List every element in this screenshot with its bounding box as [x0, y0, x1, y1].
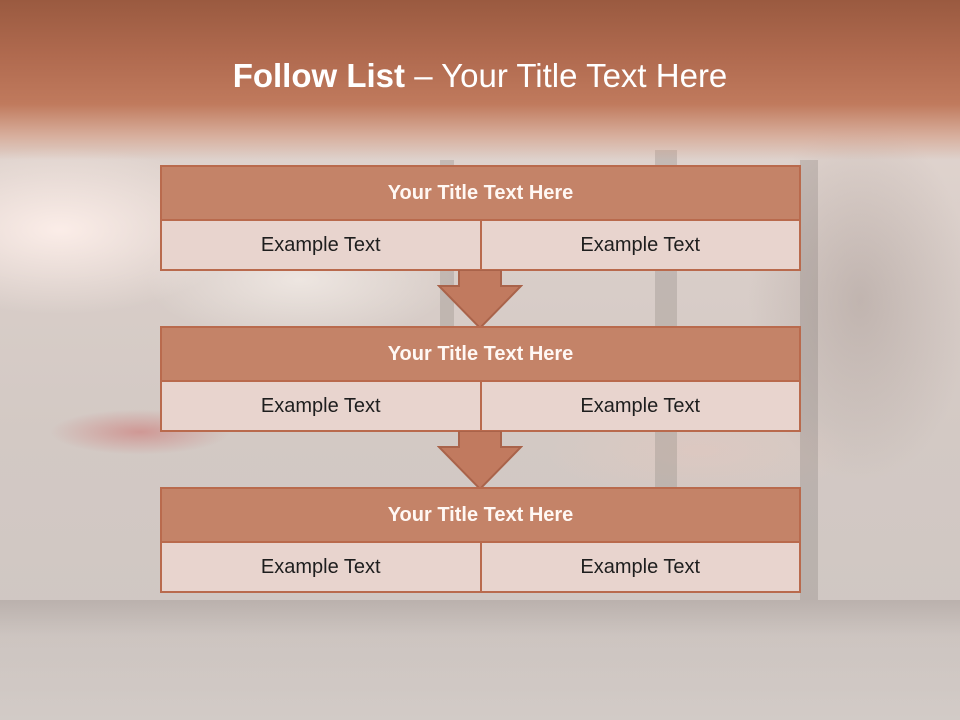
background-post: [800, 160, 818, 600]
slide-title-bold: Follow List: [232, 57, 406, 94]
block-cell-right: Example Text: [481, 382, 801, 432]
slide-title: Follow List – Your Title Text Here: [0, 54, 960, 98]
list-block-1: Your Title Text Here Example Text Exampl…: [160, 165, 801, 271]
background-ring-floor: [0, 600, 960, 720]
list-block-3: Your Title Text Here Example Text Exampl…: [160, 487, 801, 593]
slide-title-rest: – Your Title Text Here: [405, 57, 728, 94]
down-arrow-icon: [437, 431, 523, 491]
block-cell-left: Example Text: [160, 543, 482, 593]
block-cell-left: Example Text: [160, 382, 482, 432]
block-cell-right: Example Text: [481, 543, 801, 593]
header-band: [0, 0, 960, 160]
block-title: Your Title Text Here: [160, 487, 801, 543]
block-row: Example Text Example Text: [160, 543, 801, 593]
block-row: Example Text Example Text: [160, 382, 801, 432]
block-title: Your Title Text Here: [160, 165, 801, 221]
block-cell-right: Example Text: [481, 221, 801, 271]
block-title: Your Title Text Here: [160, 326, 801, 382]
block-row: Example Text Example Text: [160, 221, 801, 271]
block-cell-left: Example Text: [160, 221, 482, 271]
down-arrow-icon: [437, 270, 523, 330]
list-block-2: Your Title Text Here Example Text Exampl…: [160, 326, 801, 432]
